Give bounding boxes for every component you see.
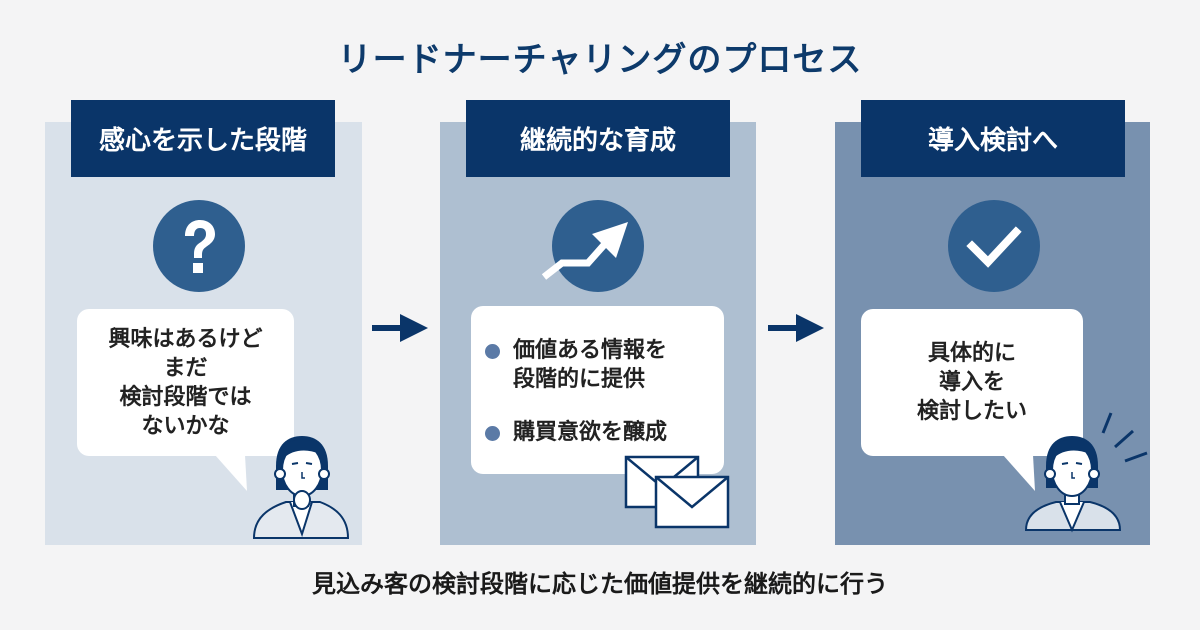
thinking-woman-icon xyxy=(252,436,350,539)
stage-2-info-card: 価値ある情報を 段階的に提供 購買意欲を醸成 xyxy=(471,306,724,474)
stage-3-header: 導入検討へ xyxy=(861,100,1125,177)
stage-1-speech-bubble: 興味はあるけど まだ 検討段階では ないかな xyxy=(77,309,294,456)
speech-bubble-tail xyxy=(215,455,247,491)
trend-up-arrow-icon xyxy=(541,200,644,292)
stage-2-header: 継続的な育成 xyxy=(466,100,730,177)
envelopes-icon xyxy=(624,455,730,529)
stage-1-header: 感心を示した段階 xyxy=(71,100,335,177)
stage-3-speech-bubble: 具体的に 導入を 検討したい xyxy=(861,309,1083,456)
bubble-line: 検討したい xyxy=(916,399,1027,424)
bubble-line: 興味はあるけど xyxy=(108,326,263,352)
bullet-line: 段階的に提供 xyxy=(513,367,646,392)
bullet-dot xyxy=(485,344,500,359)
excitement-lines-icon xyxy=(1101,412,1148,463)
bubble-line: ないかな xyxy=(141,413,230,439)
bubble-line: 具体的に xyxy=(927,341,1016,366)
bullet-item: 価値ある情報を 段階的に提供 xyxy=(485,336,667,394)
bullet-dot xyxy=(485,426,500,441)
question-mark-icon xyxy=(153,200,245,292)
bullet-line: 価値ある情報を xyxy=(513,338,668,363)
excited-woman-icon xyxy=(1024,436,1122,533)
bubble-line: 導入を xyxy=(938,370,1005,395)
speech-bubble-tail xyxy=(1003,455,1035,491)
checkmark-icon xyxy=(948,200,1040,292)
bullet-line: 購買意欲を醸成 xyxy=(513,420,668,445)
diagram-title: リードナーチャリングのプロセス xyxy=(337,40,863,80)
right-arrow-icon xyxy=(372,314,428,342)
right-arrow-icon xyxy=(768,314,824,342)
bubble-line: 検討段階では xyxy=(119,384,252,410)
bullet-item: 購買意欲を醸成 xyxy=(485,418,667,447)
bubble-line: まだ xyxy=(163,355,208,381)
footer-summary: 見込み客の検討段階に応じた価値提供を継続的に行う xyxy=(312,570,888,598)
